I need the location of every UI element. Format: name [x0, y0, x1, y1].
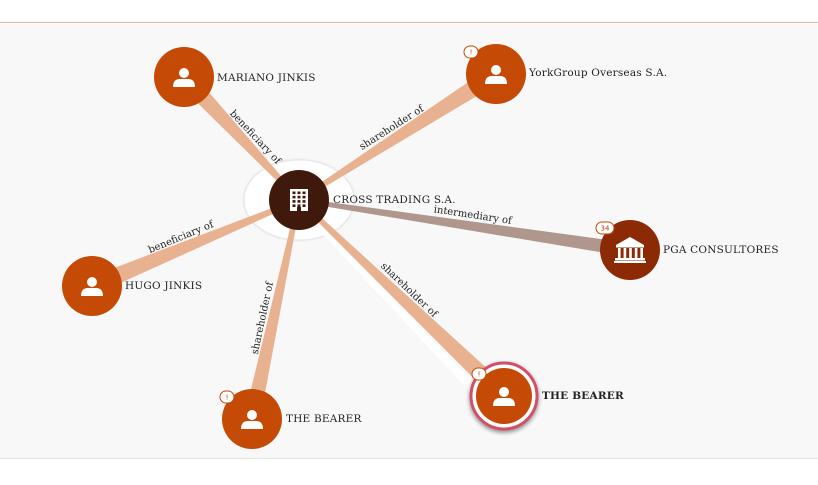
node-york-label: YorkGroup Overseas S.A.: [528, 67, 667, 79]
badge: [463, 45, 479, 59]
edge-mariano[interactable]: [177, 70, 301, 202]
node-hugo[interactable]: HUGO JINKIS: [62, 256, 202, 316]
node-bearer2[interactable]: ! THE BEARER: [469, 361, 624, 431]
person-icon: [173, 68, 195, 87]
badge: [471, 367, 487, 381]
node-mariano-label: MARIANO JINKIS: [217, 72, 316, 84]
edge-hugo[interactable]: [88, 198, 300, 295]
person-icon: [241, 410, 263, 429]
node-bearer2-label: THE BEARER: [542, 390, 624, 402]
bank-icon: [614, 237, 646, 263]
edge-bearer2[interactable]: [297, 198, 511, 403]
node-bearer1-label: THE BEARER: [286, 413, 362, 425]
edge-bearer1[interactable]: [244, 199, 301, 421]
node-center-label: CROSS TRADING S.A.: [333, 194, 456, 206]
node-bearer1[interactable]: ! THE BEARER: [219, 389, 362, 449]
person-icon: [81, 277, 103, 296]
badge-count: 34: [601, 225, 610, 233]
badge-count: !: [470, 49, 473, 57]
edge-pga[interactable]: [298, 198, 632, 257]
person-icon: [493, 387, 515, 406]
badge-count: !: [226, 394, 229, 402]
node-pga-label: PGA CONSULTORES: [663, 244, 779, 256]
badge-count: !: [478, 371, 481, 379]
badge: [595, 221, 615, 235]
person-icon: [485, 65, 507, 84]
node-york[interactable]: ! YorkGroup Overseas S.A.: [463, 44, 667, 104]
building-icon: [290, 189, 308, 211]
top-bar: [0, 0, 818, 23]
edge-highlight-glow: [294, 201, 496, 412]
node-hugo-label: HUGO JINKIS: [125, 280, 202, 292]
node-mariano[interactable]: MARIANO JINKIS: [154, 47, 316, 107]
node-center[interactable]: CROSS TRADING S.A.: [269, 170, 456, 230]
badge: [219, 390, 235, 404]
edge-york[interactable]: [297, 66, 501, 202]
